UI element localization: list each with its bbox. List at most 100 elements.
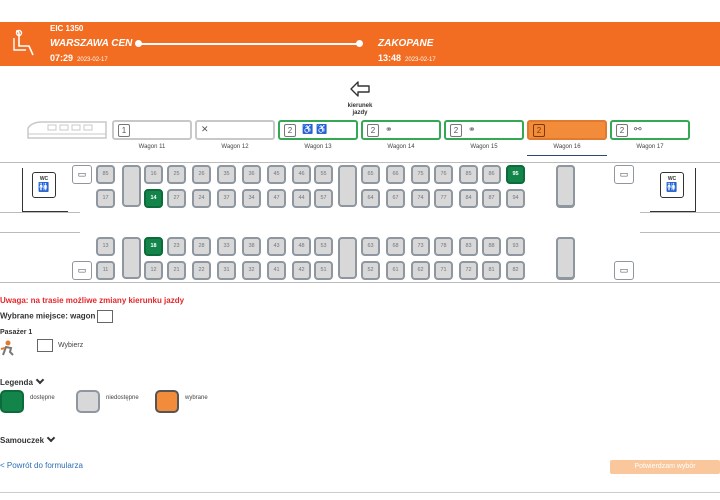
stroller-icon: ⚭ [468,124,476,134]
table-block [122,165,141,207]
arrival-date: 2023-02-17 [405,57,436,63]
direction-label: kierunek jazdy [347,103,373,116]
chevron-down-icon [46,433,56,443]
wagon-wall [0,232,80,233]
seat-75: 75 [411,165,430,184]
restaurant-icon: ✕ [201,124,209,134]
seat-22: 22 [192,261,211,280]
seat-55: 55 [314,165,333,184]
route-start-dot [135,40,142,47]
back-to-form-link[interactable]: < Powrót do formularza [0,461,83,470]
legend-toggle[interactable]: Legenda [0,375,45,387]
seat-64: 64 [361,189,380,208]
chosen-place-label: Wybrane miejsce: wagon [0,311,96,321]
wagon-class-badge: 2 [284,124,296,137]
wagon-17[interactable]: 2⚯ [610,120,690,140]
seat-43: 43 [267,237,286,256]
seat-16: 16 [144,165,163,184]
seat-14[interactable]: 14 [144,189,163,208]
seat-37: 37 [217,189,236,208]
from-station: WARSZAWA CEN [50,38,133,49]
seat-71: 71 [434,261,453,280]
wagon-14[interactable]: 2⚭ [361,120,441,140]
seat-28: 28 [192,237,211,256]
seat-17: 17 [96,189,115,208]
seat-83: 83 [459,237,478,256]
seat-51: 51 [314,261,333,280]
wagon-class-badge: 2 [367,124,379,137]
seat-11: 11 [96,261,115,280]
seat-34: 34 [242,189,261,208]
wagon-15[interactable]: 2⚭ [444,120,524,140]
seat-93: 93 [506,237,525,256]
seat-84: 84 [459,189,478,208]
seat-68: 68 [386,237,405,256]
seat-74: 74 [411,189,430,208]
route-line [138,43,360,45]
wagon-wall [640,232,720,233]
wagon-12[interactable]: ✕ [195,120,275,140]
seat-88: 88 [482,237,501,256]
seat-95[interactable]: 95 [506,165,525,184]
seat-47: 47 [267,189,286,208]
stroller-icon: ⚭ [385,124,393,134]
seat-27: 27 [167,189,186,208]
seat-62: 62 [411,261,430,280]
tutorial-title: Samouczek [0,436,45,445]
toilet-icon: WC🚻 [660,172,684,198]
locomotive-icon [27,121,107,139]
wagon-13[interactable]: 2♿♿ [278,120,358,140]
toilet-icon: WC🚻 [32,172,56,198]
passenger-seat-picker[interactable] [37,339,53,352]
seat-82: 82 [506,261,525,280]
wagon-class-badge: 2 [616,124,628,137]
seat-53: 53 [314,237,333,256]
legend-unavailable-swatch [76,390,100,413]
wc-label: WC [39,176,49,182]
seat-77: 77 [434,189,453,208]
legend-unavailable-label: niedostępne [106,395,139,401]
table-block [556,165,575,207]
legend-available-label: dostępne [30,395,55,401]
seat-67: 67 [386,189,405,208]
seat-45: 45 [267,165,286,184]
footer-divider [0,492,720,493]
seat-12: 12 [144,261,163,280]
confirm-selection-button[interactable]: Potwierdzam wybór [610,460,720,474]
legend-selected-swatch [155,390,179,413]
arrival-time: 13:48 [378,53,402,63]
travel-direction: kierunek jazdy [342,80,378,117]
seat-81: 81 [482,261,501,280]
departure-time: 07:29 [50,53,74,63]
seat-23: 23 [167,237,186,256]
wagon-label: Wagon 16 [553,144,581,150]
seat-61: 61 [386,261,405,280]
direction-warning: Uwaga: na trasie możliwe zmiany kierunku… [0,296,185,305]
wagon-wall [640,212,720,213]
wagon-16[interactable]: 2 [527,120,607,140]
seat-86: 86 [482,165,501,184]
wagon-class-badge: 2 [450,124,462,137]
selected-wagon-underline [527,155,607,156]
seat-87: 87 [482,189,501,208]
tutorial-toggle[interactable]: Samouczek [0,433,56,445]
seat-44: 44 [292,189,311,208]
to-station: ZAKOPANE [378,38,434,49]
seat-18[interactable]: 18 [144,237,163,256]
luggage-icon: ▭ [614,165,634,184]
seat-13: 13 [96,237,115,256]
bicycle-icon: ⚯ [634,124,642,134]
seat-57: 57 [314,189,333,208]
wagon-label: Wagon 17 [636,144,664,150]
luggage-icon: ▭ [614,261,634,280]
wc-glyph: 🚻 [666,182,678,192]
legend-selected-label: wybrane [185,395,208,401]
route-end-dot [356,40,363,47]
seat-31: 31 [217,261,236,280]
seat-25: 25 [167,165,186,184]
wagon-11[interactable]: 1 [112,120,192,140]
